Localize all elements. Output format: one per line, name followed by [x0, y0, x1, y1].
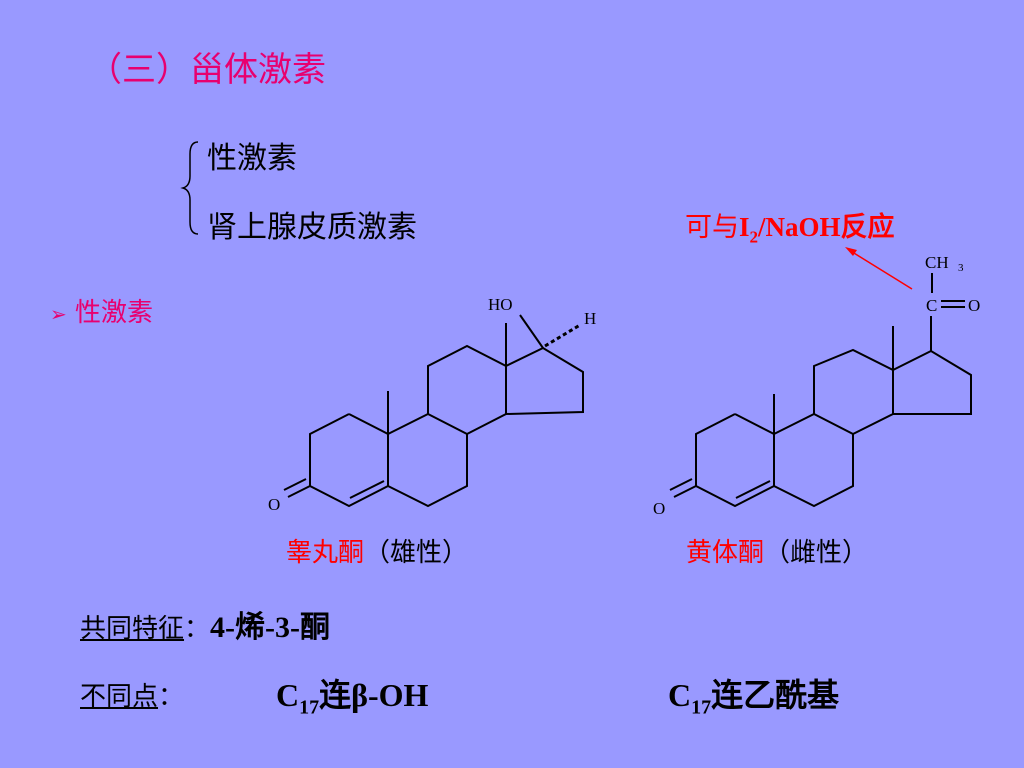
bullet-sex-hormones: ➢ 性激素	[50, 292, 153, 329]
bullet-text: 性激素	[75, 298, 154, 328]
diff-b-carbon: C	[668, 677, 692, 713]
diff-b-subscript: 17	[691, 696, 712, 719]
difference-label-row: 不同点：	[80, 676, 184, 713]
carbon-label: C	[926, 296, 937, 315]
caption-progesterone: 黄体酮（雌性）	[686, 532, 868, 569]
reagent: /NaOH反应	[758, 212, 895, 242]
list-item-sex-hormones: 性激素	[207, 141, 297, 176]
ketone-oxygen-label: O	[968, 296, 980, 315]
difference-colon: ：	[158, 682, 185, 712]
difference-label: 不同点	[80, 682, 159, 712]
common-label: 共同特征	[80, 614, 185, 644]
diff-a-text: 连β-OH	[319, 677, 429, 713]
iodine: I	[739, 212, 750, 242]
progesterone-name: 黄体酮	[686, 538, 765, 568]
difference-progesterone: C17连乙酰基	[668, 670, 839, 719]
reaction-prefix: 可与	[685, 212, 739, 242]
iodine-subscript: 2	[749, 227, 759, 247]
testosterone-gender: （雄性）	[364, 538, 469, 568]
difference-testosterone: C17连β-OH	[276, 670, 428, 719]
h-label: H	[584, 309, 596, 328]
caption-testosterone: 睾丸酮（雄性）	[286, 532, 468, 569]
testosterone-structure: HO H O	[268, 295, 596, 514]
reaction-arrowhead	[845, 247, 857, 256]
reaction-note: 可与I2/NaOH反应	[685, 205, 895, 247]
diff-a-carbon: C	[276, 677, 300, 713]
list-item-corticosteroids: 肾上腺皮质激素	[207, 210, 417, 245]
reaction-arrow	[848, 249, 913, 290]
ch-label: CH	[925, 253, 949, 272]
oh-label: HO	[488, 295, 513, 314]
diff-a-subscript: 17	[299, 696, 320, 719]
testosterone-name: 睾丸酮	[286, 538, 365, 568]
progesterone-structure: CH 3 C O O	[653, 253, 980, 518]
progesterone-gender: （雌性）	[764, 538, 869, 568]
common-feature: 共同特征：4-烯-3-酮	[80, 602, 330, 646]
arrow-bullet-icon: ➢	[50, 302, 67, 326]
common-value: 4-烯-3-酮	[210, 611, 331, 644]
oxygen-label: O	[653, 499, 665, 518]
diff-b-text: 连乙酰基	[711, 677, 840, 713]
curly-brace	[180, 141, 199, 235]
oxygen-label: O	[268, 495, 280, 514]
slide-title: （三）甾体激素	[88, 50, 326, 90]
ch-subscript: 3	[958, 262, 964, 274]
common-colon: ：	[184, 614, 211, 644]
